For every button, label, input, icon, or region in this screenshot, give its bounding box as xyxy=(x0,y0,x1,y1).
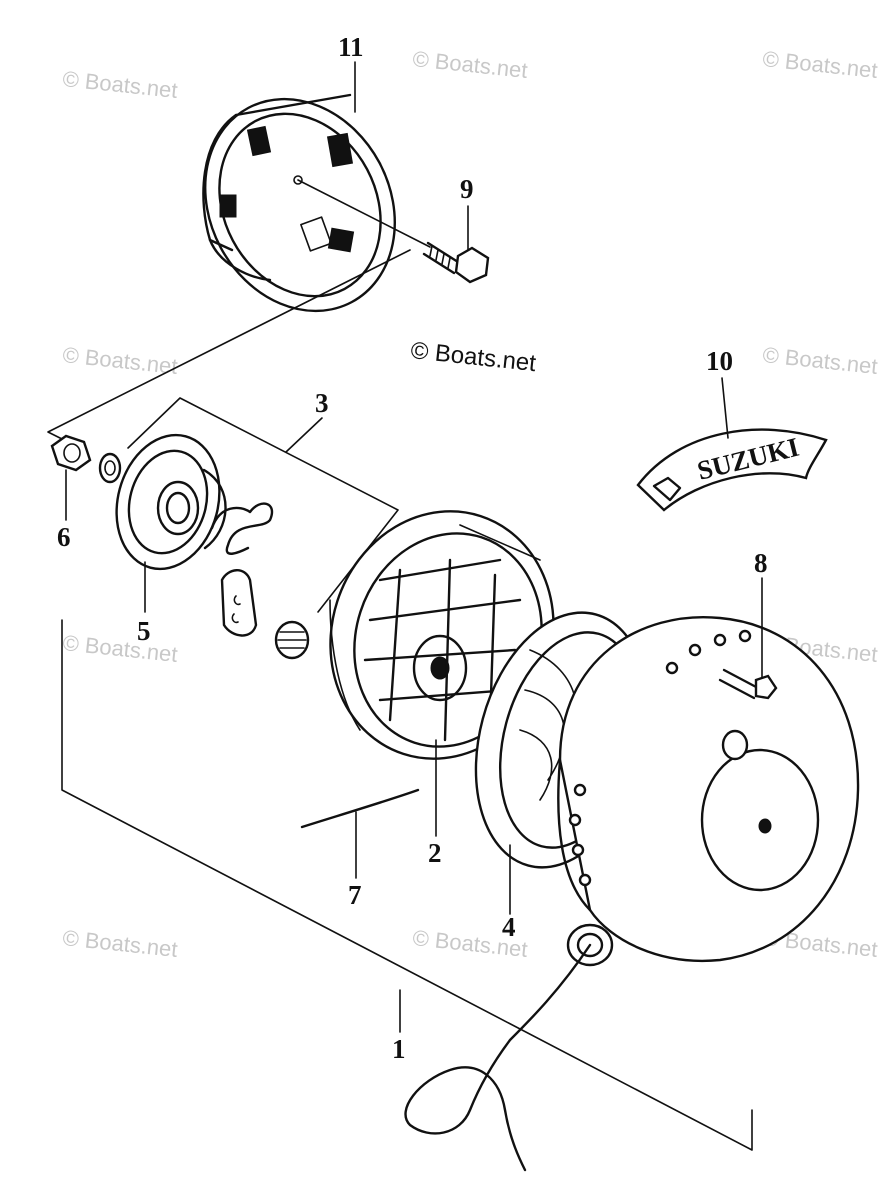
callout-6: 6 xyxy=(57,522,71,552)
callout-2: 2 xyxy=(428,838,442,868)
assembly-bracket-upper xyxy=(47,249,411,441)
spring-wire xyxy=(210,502,274,555)
callout-4: 4 xyxy=(502,912,516,942)
watermark-center: © Boats.net xyxy=(409,337,537,377)
watermark: © Boats.net xyxy=(61,66,178,103)
watermark: © Boats.net xyxy=(61,925,178,962)
leader-3 xyxy=(285,417,323,453)
callout-3: 3 xyxy=(315,388,329,418)
callout-8: 8 xyxy=(754,548,768,578)
part-small-spring xyxy=(274,620,310,660)
part-1-starter-case xyxy=(557,615,860,967)
part-5-ratchet-plate xyxy=(115,433,227,571)
watermark: © Boats.net xyxy=(61,342,178,379)
pull-rope-handle xyxy=(404,943,592,1172)
watermark: © Boats.net xyxy=(761,342,878,379)
part-8-screw xyxy=(718,668,778,700)
part-pawl xyxy=(220,569,258,637)
watermark: © Boats.net xyxy=(61,630,178,667)
part-10-decal: SUZUKI xyxy=(636,428,828,512)
callout-10: 10 xyxy=(706,346,733,376)
callout-7: 7 xyxy=(348,880,362,910)
assembly-bracket-left xyxy=(61,619,753,1151)
part-11-starter-cup xyxy=(202,93,396,313)
leader-11-9 xyxy=(297,179,431,248)
watermark: © Boats.net xyxy=(761,46,878,83)
leader-10 xyxy=(721,377,729,439)
callout-1: 1 xyxy=(392,1034,406,1064)
callout-5: 5 xyxy=(137,616,151,646)
part-7-rope xyxy=(300,788,420,829)
part-6-nut xyxy=(50,434,122,484)
callout-9: 9 xyxy=(460,174,474,204)
watermark: © Boats.net xyxy=(411,46,528,83)
part-9-bolt xyxy=(422,241,490,284)
callout-11: 11 xyxy=(338,32,364,62)
case-holes xyxy=(568,629,752,887)
